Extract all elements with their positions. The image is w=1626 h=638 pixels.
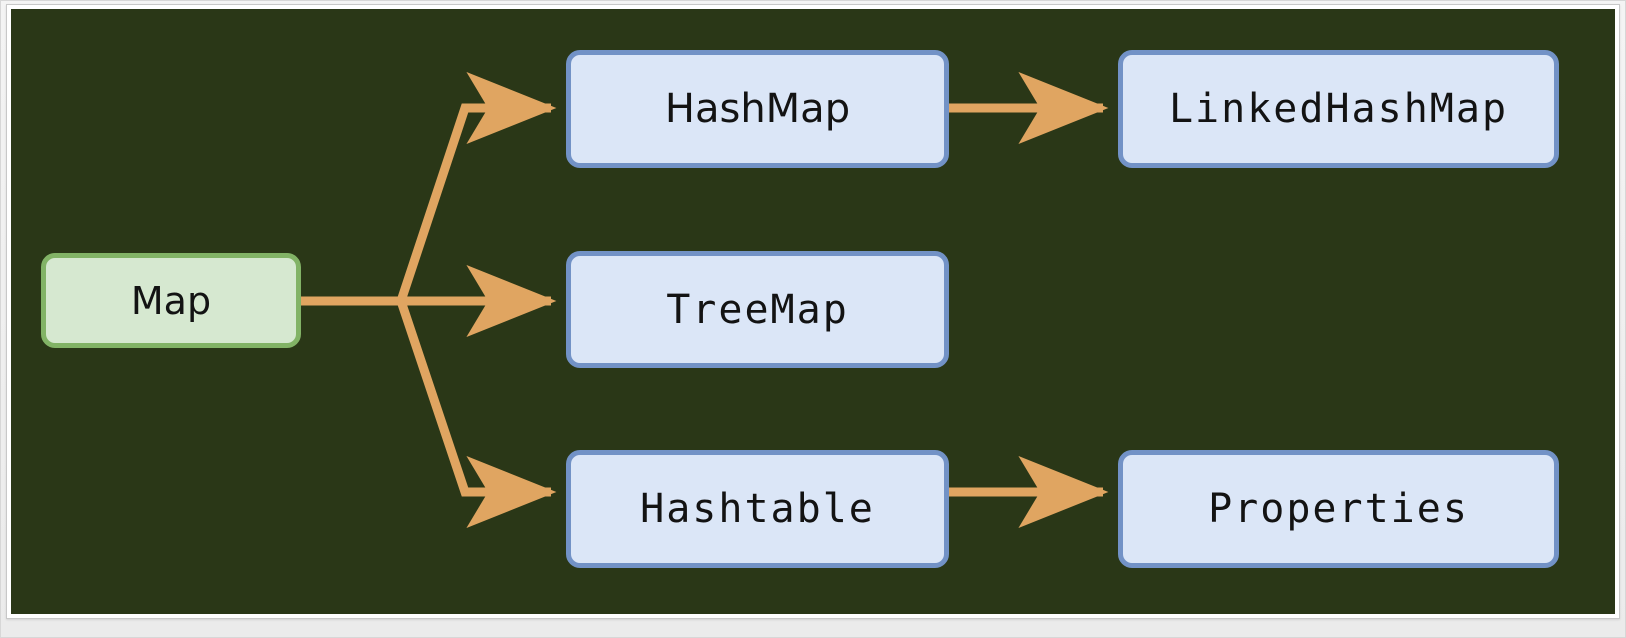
node-hashtable[interactable]: Hashtable — [566, 450, 949, 568]
node-linkedhashmap[interactable]: LinkedHashMap — [1118, 50, 1559, 168]
node-hashtable-label: Hashtable — [640, 486, 875, 532]
node-treemap-label: TreeMap — [666, 286, 849, 333]
node-treemap[interactable]: TreeMap — [566, 251, 949, 368]
node-map-label: Map — [130, 278, 212, 323]
node-hashmap[interactable]: HashMap — [566, 50, 949, 168]
node-properties-label: Properties — [1208, 486, 1469, 532]
edge-map-to-hashtable — [396, 299, 557, 528]
node-properties[interactable]: Properties — [1118, 450, 1559, 568]
node-hashmap-label: HashMap — [664, 86, 851, 132]
node-linkedhashmap-label: LinkedHashMap — [1168, 86, 1509, 132]
node-map[interactable]: Map — [41, 253, 301, 348]
edge-map-to-hashmap — [396, 72, 557, 303]
diagram-canvas: Map HashMap LinkedHashMap TreeMap Hashta… — [11, 9, 1615, 614]
connector-layer — [301, 72, 1109, 528]
